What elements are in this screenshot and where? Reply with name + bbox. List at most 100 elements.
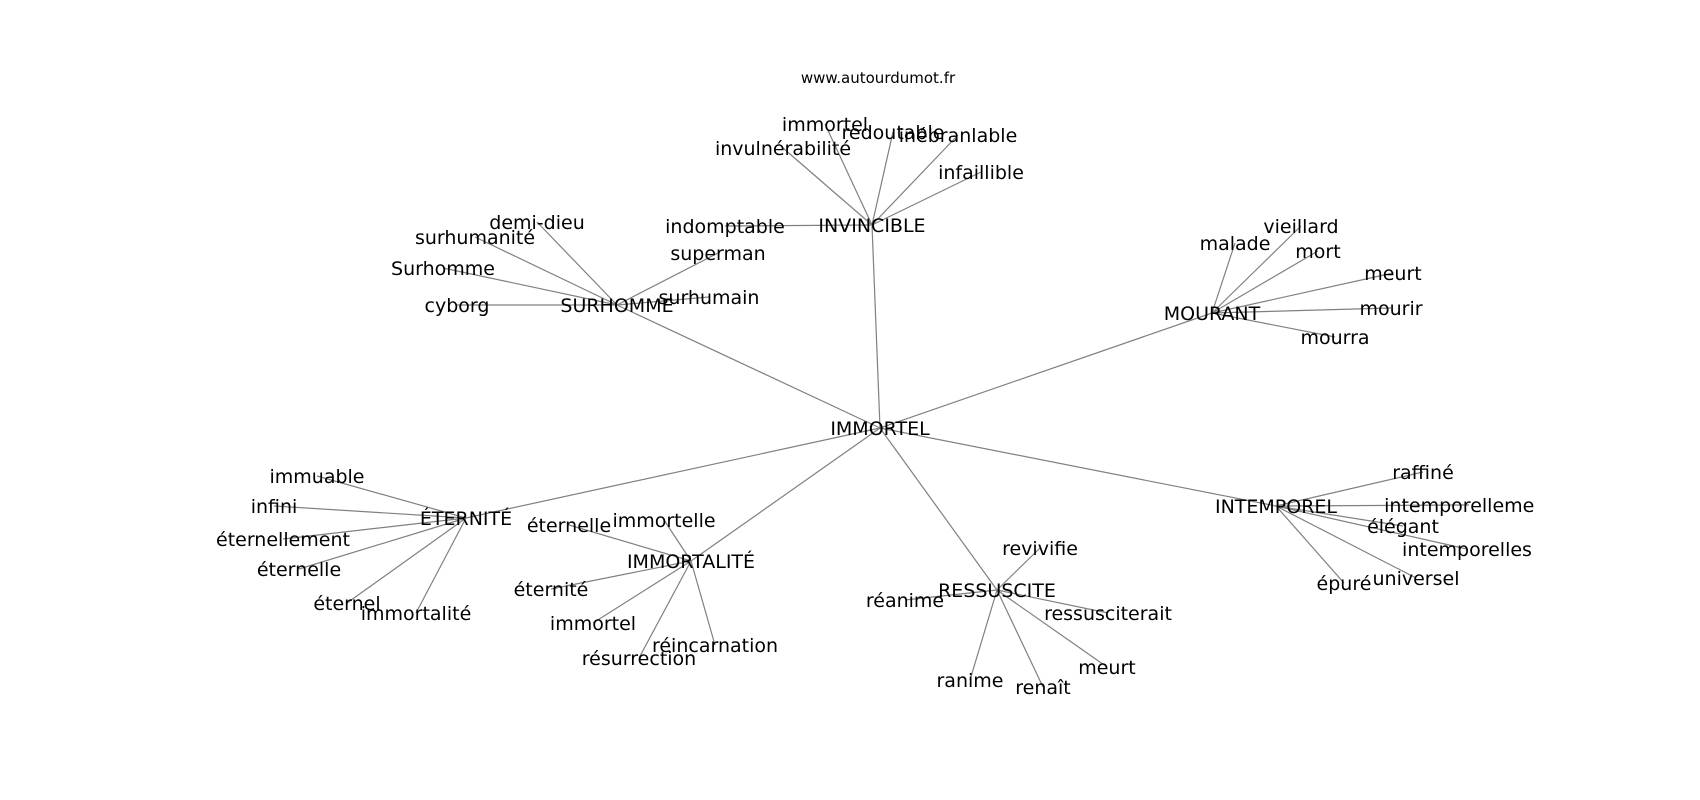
edge-mourant-mourra — [1211, 312, 1336, 338]
word-node-eternel: éternel — [313, 593, 380, 615]
word-node-raffine: raffiné — [1392, 462, 1454, 484]
edge-mourant-meurt — [1211, 272, 1394, 314]
edge-immortalite-immortelle — [663, 519, 692, 562]
word-node-immortel: immortel — [550, 613, 636, 635]
edge-ressuscite-ranime — [969, 589, 998, 681]
edge-ressuscite-renait — [996, 589, 1044, 688]
edge-center-ressuscite — [879, 427, 998, 591]
word-node-infaillible: infaillible — [938, 162, 1024, 184]
word-node-reanime: réanime — [866, 590, 944, 612]
word-node-vieillard: vieillard — [1263, 216, 1338, 238]
word-node-reincarnation: réincarnation — [652, 635, 778, 657]
word-node-immuable: immuable — [269, 466, 364, 488]
edge-eternite-eternel — [346, 517, 467, 604]
edge-eternite-infini — [273, 505, 467, 519]
edge-surhomme-demi-dieu — [536, 221, 618, 306]
center-node: IMMORTEL — [830, 418, 930, 440]
edge-eternite-immuable — [316, 475, 467, 519]
word-node-elegant: élégant — [1367, 516, 1439, 538]
edge-intemporel-epure — [1275, 505, 1345, 584]
edge-center-eternite — [465, 427, 881, 519]
edge-eternite-eternellement — [282, 517, 467, 540]
edge-invincible-indomptable — [724, 224, 873, 227]
edge-invincible-immortel — [824, 123, 873, 226]
word-node-immortel: immortel — [782, 114, 868, 136]
word-node-ranime: ranime — [937, 670, 1004, 692]
edge-immortalite-reincarnation — [690, 560, 716, 646]
edge-invincible-infaillible — [871, 171, 982, 226]
word-node-surhumanite: surhumanité — [415, 227, 535, 249]
edge-immortalite-resurrection — [638, 560, 692, 659]
edge-mourant-vieillard — [1211, 225, 1302, 314]
word-node-mourir: mourir — [1359, 298, 1422, 320]
word-node-revivifie: revivifie — [1002, 538, 1078, 560]
edge-mourant-malade — [1211, 242, 1236, 314]
edge-center-mourant — [879, 312, 1213, 429]
word-node-cyborg: cyborg — [425, 295, 490, 317]
edge-mourant-mort — [1211, 250, 1319, 314]
word-node-eternite: éternité — [514, 579, 589, 601]
edge-ressuscite-reanime — [904, 589, 998, 601]
edge-center-surhomme — [616, 304, 881, 429]
word-node-eternelle: éternelle — [257, 559, 341, 581]
hub-node-mourant: MOURANT — [1164, 303, 1261, 325]
edge-intemporel-raffine — [1275, 471, 1424, 507]
word-node-mourra: mourra — [1300, 327, 1369, 349]
word-node-infini: infini — [251, 496, 298, 518]
hub-node-invincible: INVINCIBLE — [818, 215, 925, 237]
hub-node-intemporel: INTEMPOREL — [1215, 496, 1337, 518]
word-node-renait: renaît — [1015, 677, 1071, 699]
graph-edges — [273, 123, 1470, 688]
edge-surhomme-surhomme — [442, 267, 618, 306]
edge-invincible-inebranlable — [871, 134, 959, 226]
edge-intemporel-universel — [1275, 505, 1417, 579]
edge-center-invincible — [871, 224, 881, 429]
word-node-eternelle: éternelle — [527, 515, 611, 537]
word-node-epure: épuré — [1317, 573, 1372, 595]
edge-surhomme-superman — [616, 252, 719, 306]
word-node-intemporelles: intemporelles — [1402, 539, 1532, 561]
edge-eternite-eternelle — [298, 517, 467, 570]
site-watermark: www.autourdumot.fr — [801, 69, 956, 87]
word-node-redoutable: redoutable — [842, 122, 945, 144]
edge-mourant-mourir — [1211, 307, 1392, 314]
edge-intemporel-elegant — [1275, 505, 1404, 527]
word-node-demi-dieu: demi-dieu — [489, 212, 584, 234]
edge-invincible-redoutable — [871, 131, 894, 226]
edge-immortalite-eternite — [550, 560, 692, 590]
word-node-immortalite: immortalité — [361, 603, 472, 625]
word-node-intemporellement: intemporellement — [1384, 495, 1554, 517]
edge-eternite-immortalite — [415, 517, 467, 614]
edge-intemporel-intemporellement — [1275, 504, 1470, 507]
edge-immortalite-eternelle — [568, 524, 692, 562]
hub-node-ressuscite: RESSUSCITE — [938, 580, 1056, 602]
word-node-meurt: meurt — [1364, 263, 1422, 285]
edge-center-immortalite — [690, 427, 881, 562]
edge-invincible-invulnerabilite — [782, 147, 873, 226]
word-node-indomptable: indomptable — [665, 216, 785, 238]
word-node-mort: mort — [1295, 241, 1340, 263]
word-node-surhomme: Surhomme — [391, 258, 495, 280]
word-node-invulnerabilite: invulnérabilité — [715, 138, 851, 160]
edge-ressuscite-meurt — [996, 589, 1108, 668]
word-node-ressusciterait: ressusciterait — [1044, 603, 1172, 625]
edge-ressuscite-ressusciterait — [996, 589, 1109, 614]
word-node-malade: malade — [1200, 233, 1271, 255]
graph-labels: IMMORTELINVINCIBLEimmortelredoutableinéb… — [216, 114, 1554, 699]
word-node-eternellement: éternellement — [216, 529, 350, 551]
edge-surhomme-surhumain — [616, 296, 710, 306]
word-node-universel: universel — [1373, 568, 1460, 590]
word-node-surhumain: surhumain — [659, 287, 760, 309]
word-node-immortelle: immortelle — [612, 510, 715, 532]
hub-node-eternite: ÉTERNITÉ — [420, 507, 512, 530]
edge-immortalite-immortel — [592, 560, 692, 624]
edge-center-intemporel — [879, 427, 1277, 507]
word-node-meurt: meurt — [1078, 657, 1136, 679]
hub-node-immortalite: IMMORTALITÉ — [627, 550, 755, 573]
edge-intemporel-intemporelles — [1275, 505, 1468, 550]
edge-ressuscite-revivifie — [996, 547, 1041, 591]
word-node-inebranlable: inébranlable — [899, 125, 1018, 147]
edge-surhomme-surhumanite — [474, 236, 618, 306]
word-node-resurrection: résurrection — [582, 648, 696, 670]
